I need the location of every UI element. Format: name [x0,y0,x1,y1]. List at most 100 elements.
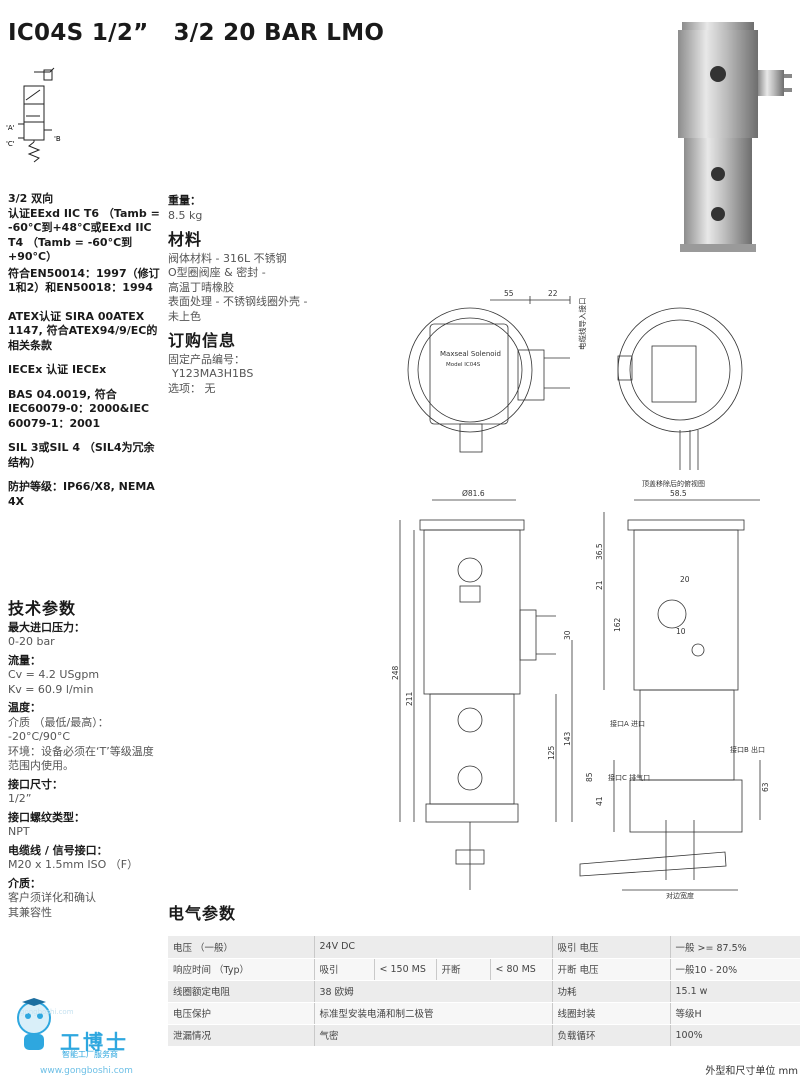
table-cell: 开断 [435,958,490,981]
table-cell: 15.1 w [669,980,800,1003]
dimension-label: 162 [613,617,622,632]
table-cell [490,936,552,959]
dimension-label: 30 [563,630,572,640]
top-view-caption: 顶盖移除后的俯视图 [642,479,705,488]
weight-value: 8.5 kg [168,208,203,222]
tech-value: Cv = 4.2 USgpm Kv = 60.9 l/min [8,668,100,696]
spec-line: ATEX认证 SIRA 00ATEX 1147, 符合ATEX94/9/EC的相… [8,309,158,352]
robot-mascot-icon [17,998,51,1050]
order-option-label: 选项： [168,381,201,395]
table-cell [374,936,436,959]
dimension-label: 125 [547,745,556,760]
cable-entry-label: 电缆线导入接口 [577,298,587,351]
table-cell: 24V DC [313,936,374,959]
tech-value: NPT [8,825,30,838]
dimension-label: 58.5 [670,489,687,498]
tech-heading: 技术参数 [8,599,77,618]
dimension-label: 21 [595,580,604,590]
port-a-label: 接口A 进口 [610,719,645,728]
table-cell: 电压保护 [168,1002,314,1025]
logo-url: www.gongboshi.com [40,1066,133,1076]
table-cell: 功耗 [551,980,670,1003]
dimension-label: 248 [391,665,400,680]
dimension-label: 143 [563,731,572,746]
table-cell: 负载循环 [551,1024,670,1047]
tech-label: 电缆线 / 信号接口： [8,843,108,857]
order-option: 选项： 无 [168,382,368,397]
spec-line: 3/2 双向 [8,192,54,205]
table-cell: 标准型安装电涌和制二极管 [313,1002,552,1025]
material-line: 阀体材料 - 316L 不锈钢 [168,251,287,265]
dimension-label: 36.5 [595,543,604,560]
dimension-label: Ø81.6 [462,489,485,498]
product-photo [678,22,792,252]
spec-line: BAS 04.0019, 符合IEC60079-0：2000&IEC 60079… [8,387,150,430]
logo-watermark: gongboshi.com [20,1008,74,1016]
table-cell: 一般10 - 20% [669,958,800,981]
spec-line: 防护等级：IP66/X8, NEMA 4X [8,480,155,508]
nameplate-model: Model IC04S [446,362,481,368]
spec-line: 认证EExd IIC T6 （Tamb = -60°C到+48°C或EExd I… [8,206,160,264]
order-code: Y123MA3H1BS [172,367,254,380]
product-info-column: 重量： 8.5 kg 材料 阀体材料 - 316L 不锈钢 O型圈阀座 & 密封… [168,194,368,396]
page-title: IC04S 1/2” 3/2 20 BAR LMO [8,20,385,46]
port-label-a: 'A' [6,124,15,132]
order-code-label: 固定产品编号： [168,352,245,366]
tech-params-column: 技术参数 最大进口压力： 0-20 bar 流量： Cv = 4.2 USgpm… [8,599,163,920]
table-cell: < 150 MS [373,958,436,981]
table-cell [436,936,490,959]
material-line: 表面处理 - 不锈钢线圈外壳 - [168,295,308,308]
tech-label: 接口螺纹类型： [8,810,85,824]
valve-schematic: 'A' 'B 'C' [6,67,61,163]
port-c-label: 接口C 排气口 [608,773,650,782]
table-cell: 一般 >= 87.5% [669,936,800,959]
table-cell: 100% [669,1024,800,1047]
port-label-b: 'B [54,135,61,143]
weight-label: 重量： [168,194,201,207]
tech-label: 最大进口压力： [8,620,85,634]
table-cell: 响应时间 （Typ） [168,958,314,981]
tech-value: 1/2” [8,792,32,805]
tech-value: 客户须详化和确认 其兼容性 [8,891,96,919]
port-b-label: 接口B 出口 [730,745,765,754]
table-cell: 吸引 [313,958,374,981]
spec-line: 符合EN50014：1997（修订1和2）和EN50018：1994 [8,266,160,295]
technical-drawings: 55 22 电缆线导入接口 Maxseal Solenoid Model IC0… [391,289,770,900]
material-line: O型圈阀座 & 密封 - [168,266,266,279]
dimension-label: 211 [405,691,414,706]
tech-value: 介质 （最低/最高）： -20°C/90°C 环境：设备必须在‘T’等级温度范围… [8,715,154,773]
order-heading: 订购信息 [168,331,237,350]
spec-line: IECEx 认证 IECEx [8,363,107,376]
across-flats-label: 对边宽度 [666,891,694,900]
nameplate-brand: Maxseal Solenoid [440,350,501,358]
dimension-label: 41 [595,796,604,806]
dimension-label: 55 [504,289,514,298]
table-cell: 38 欧姆 [313,980,552,1003]
table-cell: 电压 （一般） [168,936,314,959]
dimension-label: 22 [548,289,558,298]
order-option-value: 无 [204,381,216,395]
dimension-label: 20 [680,575,690,584]
electrical-table: 电压 （一般） 24V DC 吸引 电压 一般 >= 87.5% 响应时间 （T… [168,936,800,1047]
logo-name: 工博士 [60,1030,129,1054]
table-cell: 泄漏情况 [168,1024,314,1047]
tech-value: 0-20 bar [8,635,55,648]
table-cell: < 80 MS [489,958,552,981]
table-row: 泄漏情况 气密 负载循环 100% [168,1024,800,1047]
materials-heading: 材料 [168,230,203,249]
material-line: 未上色 [168,309,201,323]
tech-label: 接口尺寸： [8,777,63,791]
table-cell: 气密 [313,1024,552,1047]
units-note: 外型和尺寸单位 mm [705,1066,798,1077]
approvals-column: 3/2 双向 认证EExd IIC T6 （Tamb = -60°C到+48°C… [8,192,160,519]
table-cell: 等级H [669,1002,800,1025]
table-row: 电压保护 标准型安装电涌和制二极管 线圈封装 等级H [168,1002,800,1025]
table-cell: 线圈封装 [551,1002,670,1025]
port-label-c: 'C' [6,140,15,148]
material-line: 高温丁晴橡胶 [168,280,234,294]
table-cell: 吸引 电压 [551,936,670,959]
table-row: 响应时间 （Typ） 吸引 < 150 MS 开断 < 80 MS 开断 电压 … [168,958,800,981]
dimension-label: 85 [585,772,594,782]
logo-tagline: 智能工厂服务商 [62,1050,118,1059]
electrical-heading: 电气参数 [168,904,237,923]
